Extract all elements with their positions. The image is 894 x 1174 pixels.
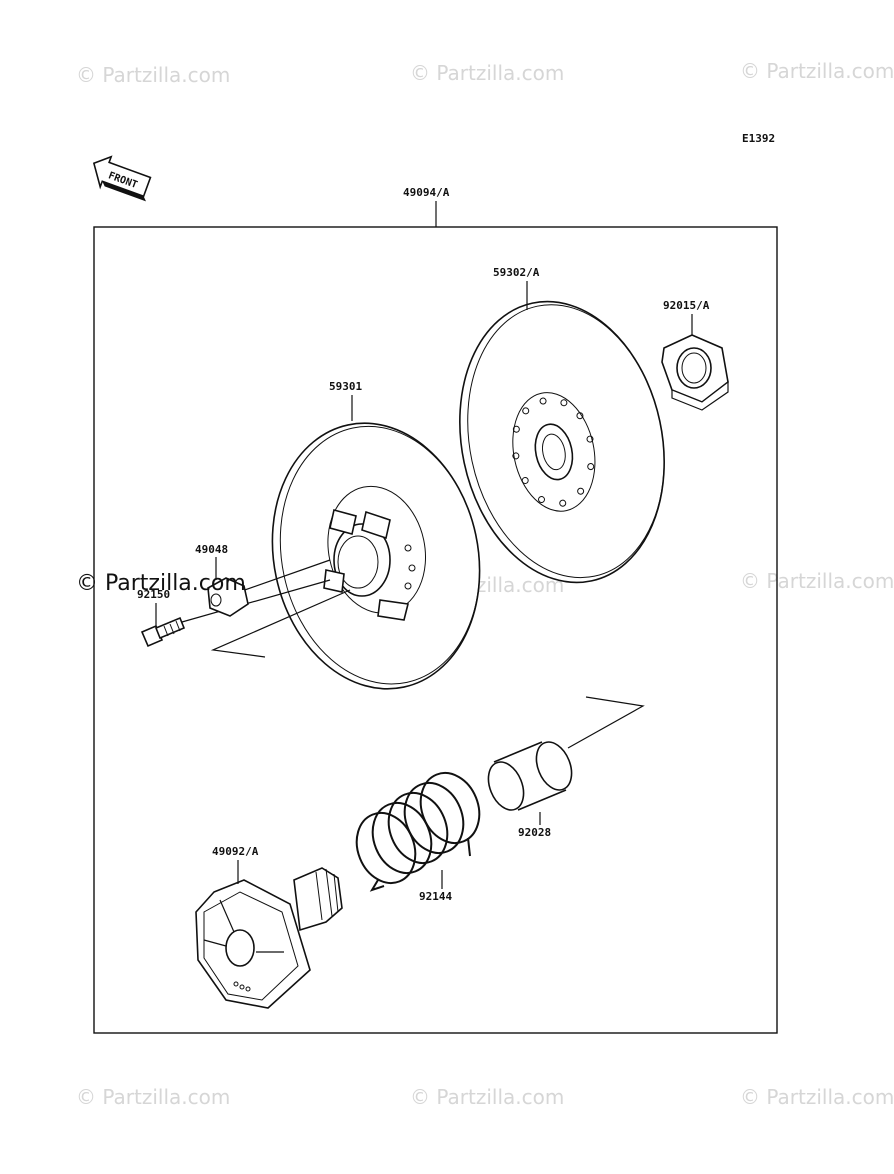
label-weight: 49048	[195, 543, 228, 556]
assembly-frame	[93, 226, 778, 1034]
spring	[355, 772, 481, 892]
label-spring: 92144	[419, 890, 452, 903]
assembly-line-lower	[210, 589, 351, 658]
nut	[661, 334, 729, 411]
label-fixed-sheave: 59302/A	[493, 266, 540, 279]
label-bolt: 92150	[137, 588, 170, 601]
movable-sheave	[271, 422, 481, 690]
watermark-bottom-left: © Partzilla.com	[76, 1085, 230, 1109]
watermark-mid-right: © Partzilla.com	[740, 569, 894, 593]
watermark-bottom-center: © Partzilla.com	[410, 1085, 564, 1109]
assembly-line-collar	[567, 696, 645, 749]
watermark-prominent: © Partzilla.com	[76, 571, 246, 596]
label-nut: 92015/A	[663, 299, 710, 312]
watermark-top-left: © Partzilla.com	[76, 63, 230, 87]
diagram-code: E1392	[742, 132, 775, 145]
assembly-line-bolt	[181, 579, 331, 623]
bolt	[140, 616, 186, 648]
label-movable-sheave: 59301	[329, 380, 362, 393]
watermark-top-center: © Partzilla.com	[410, 61, 564, 85]
watermark-top-right: © Partzilla.com	[740, 59, 894, 83]
weight	[207, 577, 249, 617]
cam	[195, 867, 343, 1009]
watermark-bottom-right: © Partzilla.com	[740, 1085, 894, 1109]
front-arrow-icon: FRONT	[92, 155, 152, 202]
assembly-label: 49094/A	[403, 186, 450, 199]
fixed-sheave	[459, 300, 665, 584]
collar	[487, 741, 573, 811]
label-collar: 92028	[518, 826, 551, 839]
label-cam: 49092/A	[212, 845, 259, 858]
